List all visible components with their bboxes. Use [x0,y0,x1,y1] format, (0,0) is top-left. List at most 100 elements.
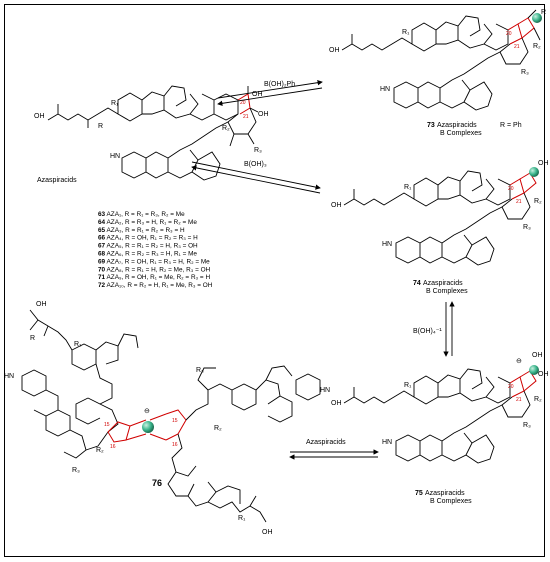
hn-label: HN [382,439,392,446]
compound-74-structure [343,170,537,266]
c20-label: 20 [506,31,512,37]
legend-compound-number: 65 [98,227,106,234]
c16-label: 16 [110,444,116,450]
legend-entry: 64 AZA₂, R = R₃ = H, R₁ = R₂ = Me [98,219,197,226]
oh-label: OH [331,400,342,407]
oh-label: OH [262,529,273,536]
c20-label: 20 [508,186,514,192]
r2-label: R₂ [534,396,542,403]
r1-label: R₁ [402,29,410,36]
reagent-mid-label: B(OH)₃ [244,161,267,168]
legend-compound-number: 63 [98,211,106,218]
hn-label: HN [382,241,392,248]
r3-label: R₃ [523,422,531,429]
oh-label: OH [538,160,549,167]
r1-label: R₁ [404,382,412,389]
c20-label: 20 [508,384,514,390]
legend-compound-formula: AZA₅, R = R₁ = R₂ = H, R₃ = OH [105,243,198,250]
r3-label: R₃ [523,224,531,231]
c21-label: 21 [243,114,249,120]
legend-compound-formula: AZA₁, R = R₁ = R₃, R₂ = Me [105,211,185,218]
boron-atom-icon [532,13,542,23]
legend-entry: 72 AZA₁₀, R = R₂ = H, R₁ = Me, R₃ = OH [98,282,213,289]
compound-74-subtitle: B Complexes [426,288,468,295]
anion-charge-label: ⊖ [144,408,150,415]
boron-atom-icon [529,167,539,177]
compound-73-number: 73 [427,122,435,129]
r2-label: R₂ [222,125,230,132]
c21-label: 21 [516,397,522,403]
boron-atom-icon [142,421,154,433]
oh-label: OH [331,202,342,209]
r-label: R [541,9,546,16]
oh-label: OH [329,47,340,54]
oh-label: OH [36,301,47,308]
c15-label: 15 [104,422,110,428]
r-label: R [98,123,103,130]
oh-label: OH [34,113,45,120]
legend-entry: 68 AZA₆, R = R₂ = R₃ = H, R₁ = Me [98,251,197,258]
equilibrium-arrow-bottom [289,449,379,460]
legend-compound-number: 67 [98,243,106,250]
r2-label: R₂ [534,198,542,205]
legend-compound-formula: AZA₆, R = R₂ = R₃ = H, R₁ = Me [105,251,197,258]
legend-entry: 66 AZA₄, R = OH, R₁ = R₂ = R₃ = H [98,235,198,242]
anion-charge-label: ⊖ [516,358,522,365]
legend-compound-formula: AZA₄, R = OH, R₁ = R₂ = R₃ = H [105,235,198,242]
compound-75-number: 75 [415,490,423,497]
hn-label: HN [320,387,330,394]
r2-label: R₂ [96,447,104,454]
legend-compound-formula: AZA₂, R = R₃ = H, R₁ = R₂ = Me [105,219,197,226]
oh-label: OH [258,111,269,118]
oh-label: OH [532,352,543,359]
r-equals-label: R = Ph [500,122,522,129]
boron-atom-icon [529,365,539,375]
hn-label: HN [4,373,14,380]
compound-76-number: 76 [152,478,162,488]
equilibrium-arrow-top [217,80,323,106]
compound-76-structure [21,309,321,523]
legend-entry: 65 AZA₃, R = R₁ = R₂ = R₃ = H [98,227,185,234]
figure-frame [4,4,545,557]
oh-label: OH [538,371,549,378]
azaspiracid-structure [47,85,259,181]
compound-75-structure [343,368,537,464]
compound-74-name: Azaspiracids [423,280,463,287]
r1-label: R₁ [238,515,246,522]
compound-73-name: Azaspiracids [437,122,477,129]
hn-label: HN [380,86,390,93]
compound-73-subtitle: B Complexes [440,130,482,137]
c21-label: 21 [514,44,520,50]
legend-compound-number: 72 [98,282,106,289]
compound-75-name: Azaspiracids [425,490,465,497]
reagent-bottom-label: Azaspiracids [306,439,346,446]
r1-label: R₁ [404,184,412,191]
azaspiracids-label: Azaspiracids [37,177,77,184]
r2-label: R₂ [214,425,222,432]
legend-compound-number: 69 [98,258,106,265]
legend-compound-number: 66 [98,235,106,242]
oh-label: OH [252,91,263,98]
legend-entry: 71 AZA₉, R = OH, R₁ = Me, R₂ = R₃ = H [98,274,210,281]
legend-compound-formula: AZA₃, R = R₁ = R₂ = R₃ = H [105,227,185,234]
r3-label: R₃ [196,367,204,374]
c21-label: 21 [516,199,522,205]
r2-label: R₂ [533,43,541,50]
reagent-top-label: B(OH)₂Ph [264,81,295,88]
r-label: R [30,335,35,342]
legend-compound-formula: AZA₈, R = R₁ = H, R₂ = Me, R₃ = OH [105,266,210,273]
legend-compound-number: 70 [98,266,106,273]
r3-label: R₃ [72,467,80,474]
legend-compound-number: 64 [98,219,106,226]
equilibrium-arrow-vertical [443,301,455,357]
legend-entry: 67 AZA₅, R = R₁ = R₂ = H, R₃ = OH [98,243,198,250]
reagent-right-label: B(OH)₄⁻¹ [413,328,442,335]
legend-entry: 63 AZA₁, R = R₁ = R₃, R₂ = Me [98,211,185,218]
legend-compound-number: 68 [98,251,106,258]
legend-compound-formula: AZA₉, R = OH, R₁ = Me, R₂ = R₃ = H [105,274,210,281]
compound-73-structure [341,9,541,111]
legend-compound-number: 71 [98,274,106,281]
r1-label: R₁ [111,100,119,107]
